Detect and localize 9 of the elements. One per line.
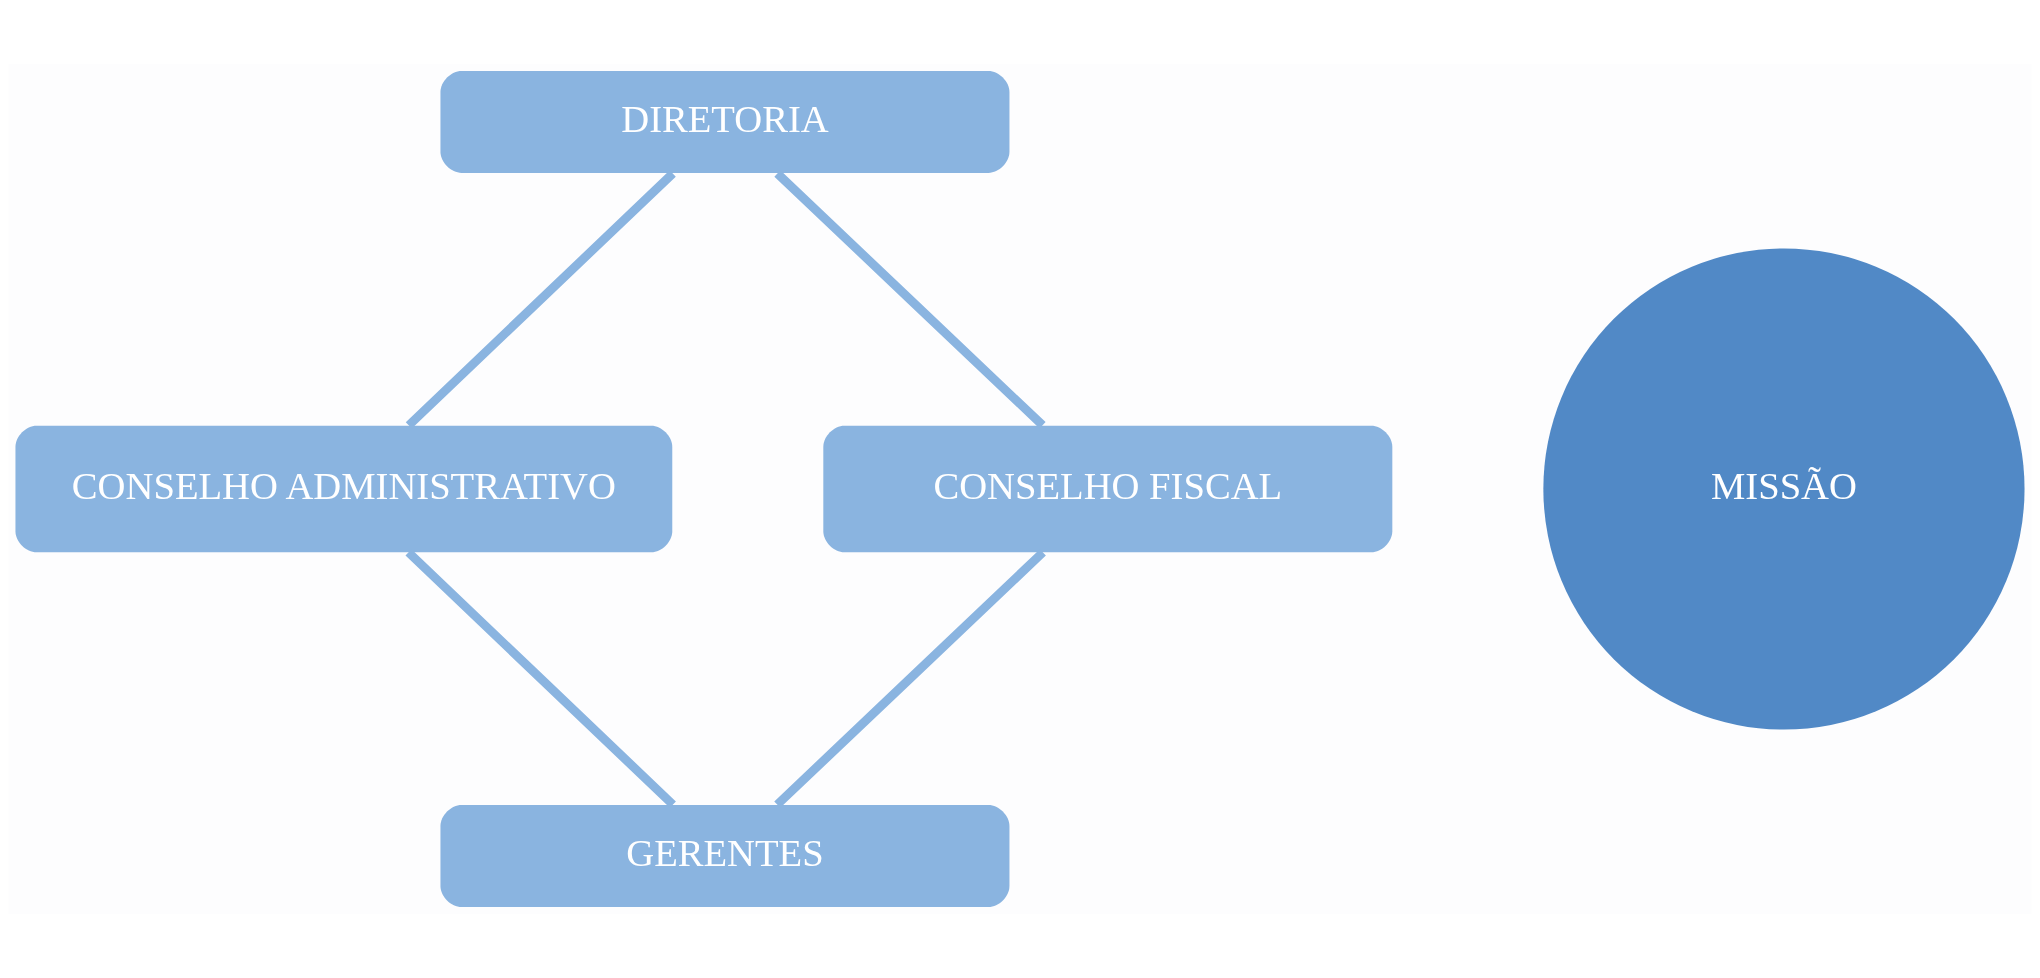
node-box: DIRETORIA bbox=[440, 71, 1010, 173]
node-box: GERENTES bbox=[440, 805, 1010, 907]
node-circle: MISSÃO bbox=[1543, 248, 2025, 730]
connector bbox=[405, 170, 676, 429]
connector bbox=[774, 170, 1046, 429]
connector bbox=[774, 549, 1046, 808]
node-box: CONSELHO FISCAL bbox=[823, 425, 1393, 553]
node-box: CONSELHO ADMINISTRATIVO bbox=[15, 425, 673, 553]
connector bbox=[405, 549, 676, 808]
